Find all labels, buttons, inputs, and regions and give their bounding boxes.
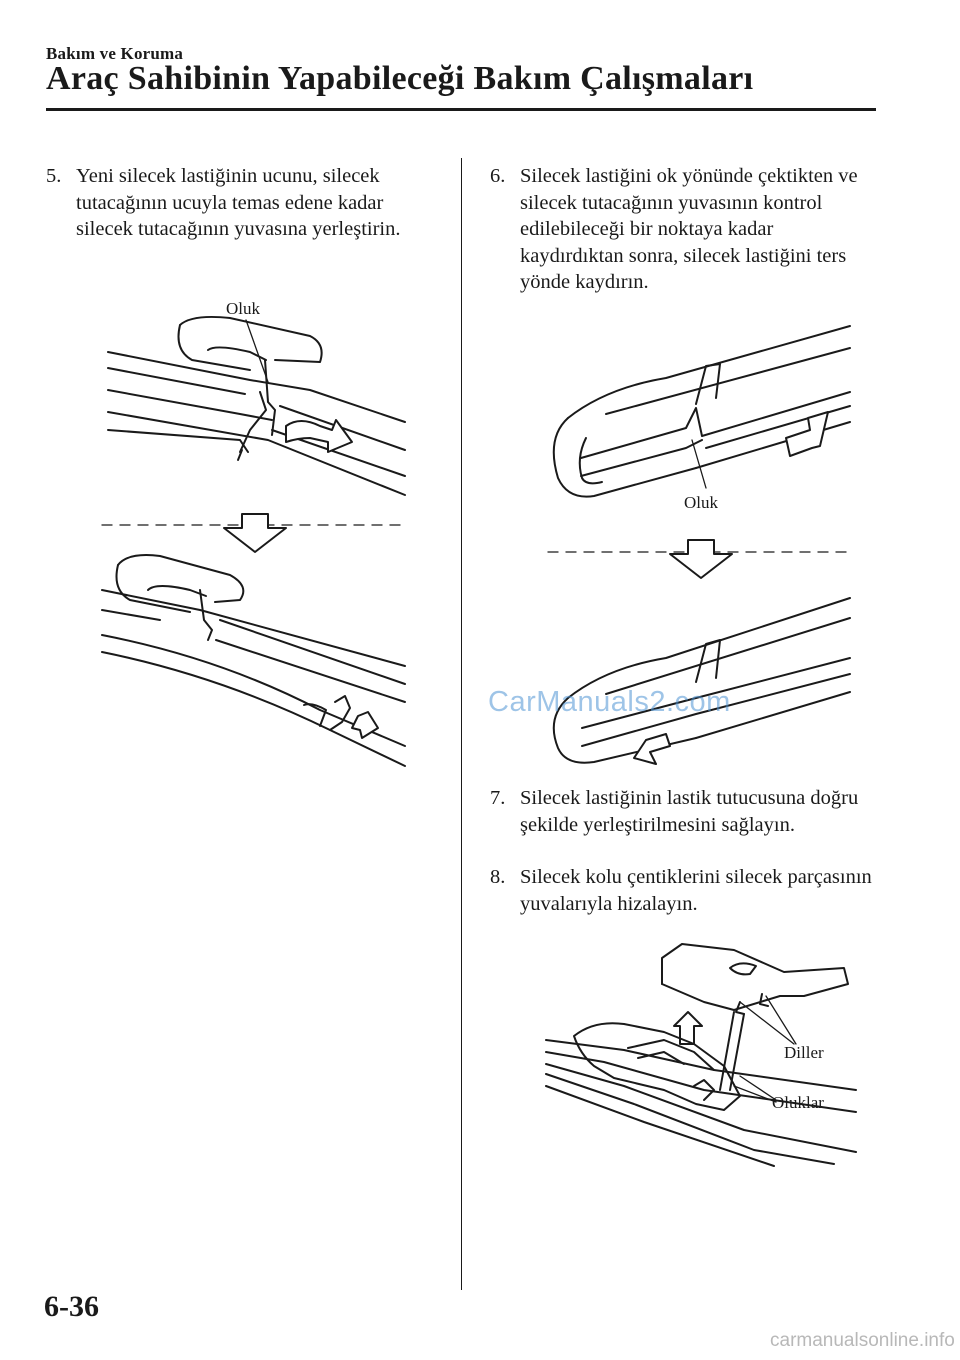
title-rule: [46, 108, 876, 111]
step-text: Yeni silecek lastiğinin ucunu, silecek t…: [76, 165, 401, 240]
figure-2-wiper-slide: Oluk: [547, 325, 853, 765]
step-text: Silecek lastiğinin lastik tutucusuna doğ…: [520, 787, 859, 836]
page-title: Araç Sahibinin Yapabileceği Bakım Çalışm…: [46, 60, 754, 97]
figure-3-arm-connection: Diller Oluklar: [545, 943, 857, 1167]
step-number: 5.: [46, 165, 62, 187]
step-text: Silecek kolu çentiklerini silecek parças…: [520, 866, 872, 915]
callout-groove: Oluk: [684, 493, 719, 512]
footer-watermark: carmanualsonline.info: [770, 1330, 955, 1351]
column-divider: [461, 158, 462, 1290]
page-number: 6-36: [44, 1290, 99, 1323]
step-number: 8.: [490, 866, 506, 888]
watermark: CarManuals2.com: [488, 686, 731, 718]
section-label: Bakım ve Koruma: [46, 44, 184, 63]
callout-groove: Oluk: [226, 299, 261, 318]
step-text: Silecek lastiğini ok yönünde çektikten v…: [520, 165, 858, 293]
step-number: 6.: [490, 165, 506, 187]
callout-tabs: Diller: [784, 1043, 824, 1062]
callout-grooves: Oluklar: [772, 1093, 824, 1112]
step-number: 7.: [490, 787, 506, 809]
figure-1-wiper-insert: Oluk: [101, 299, 406, 767]
